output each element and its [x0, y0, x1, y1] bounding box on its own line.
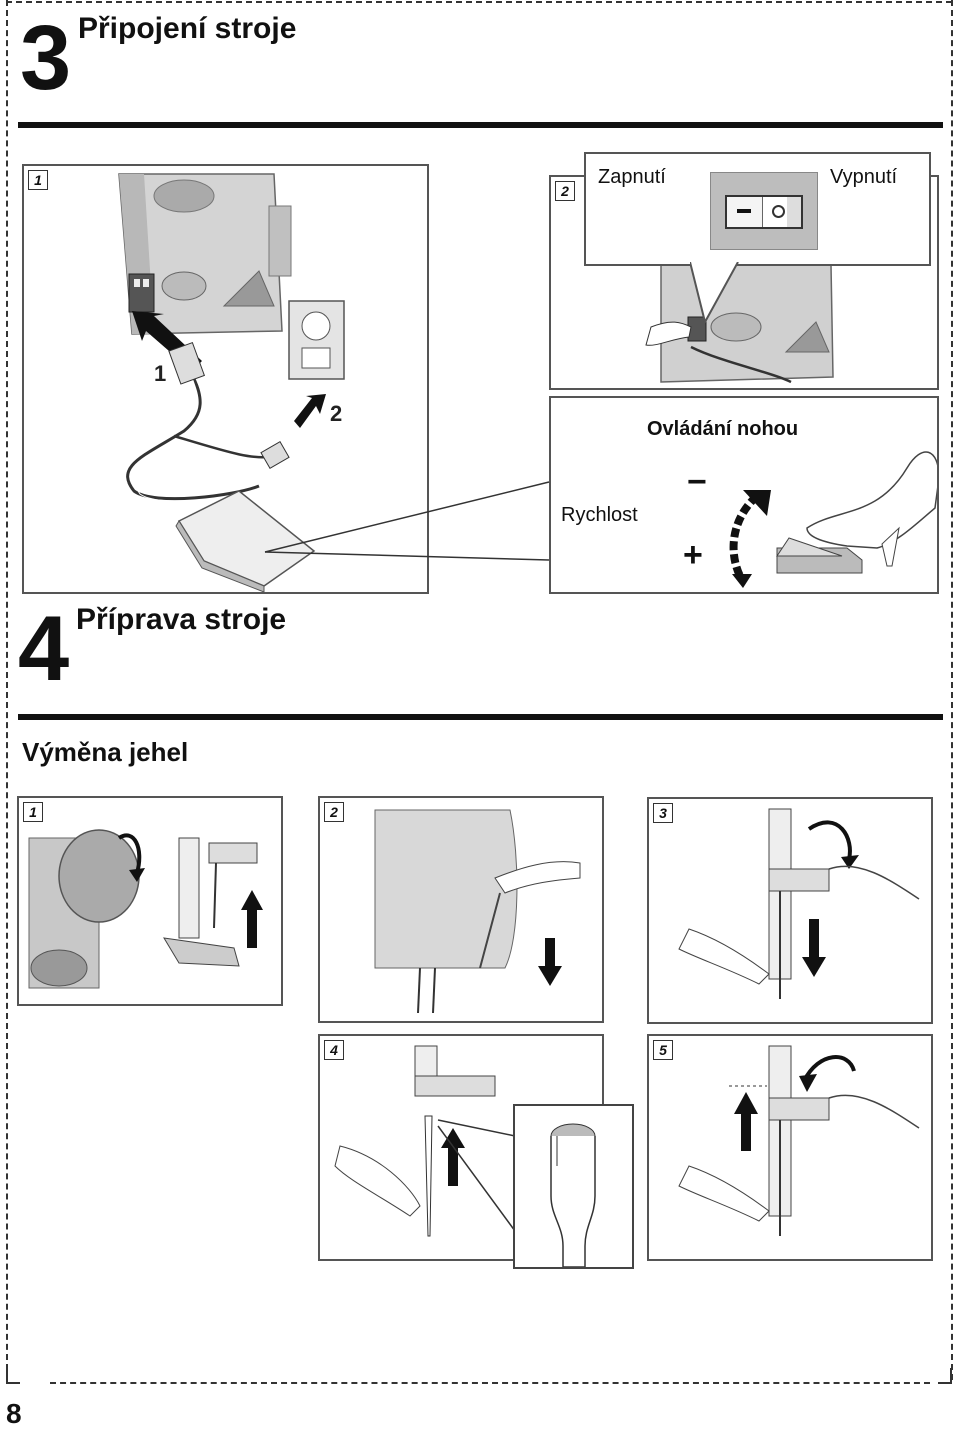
switch-circle-symbol [772, 205, 785, 218]
minus-sign: − [687, 463, 707, 501]
needle-step-badge-3: 3 [653, 803, 673, 823]
needle-step-5-panel: 5 [647, 1034, 933, 1261]
needle-step-2-panel: 2 [318, 796, 604, 1023]
speed-label: Rychlost [561, 504, 638, 526]
needle-step-badge-5: 5 [653, 1040, 673, 1060]
panel-power-connection: 1 2 1 [22, 164, 429, 594]
corner-mark-right [938, 1368, 952, 1384]
step-badge-3-2: 2 [555, 181, 575, 201]
switch-off-label: Vypnutí [830, 166, 898, 188]
arrow-label-2: 2 [330, 401, 342, 426]
needle-step-3-illustration [678, 808, 920, 999]
foot-control-label: Ovládání nohou [647, 418, 799, 440]
bottom-dashed-border [50, 1382, 930, 1384]
page-number: 8 [6, 1398, 22, 1429]
arrow-label-1: 1 [154, 361, 166, 386]
switch-on-label: Zapnutí [598, 166, 666, 188]
switch-line-symbol [737, 209, 751, 213]
corner-mark-left [6, 1368, 20, 1384]
section-3-title: Připojení stroje [78, 12, 297, 45]
needle-step-1-panel: 1 [17, 796, 283, 1006]
foot-pedal-illustration: − + [683, 451, 937, 588]
section-4-rule [18, 714, 943, 720]
needle-step-badge-2: 2 [324, 802, 344, 822]
top-dashed-border [6, 1, 952, 3]
panel-foot-control: Ovládání nohou Rychlost − + [549, 396, 939, 594]
needle-step-5-illustration [678, 1045, 920, 1236]
needle-step-badge-1: 1 [23, 802, 43, 822]
section-4-title: Příprava stroje [76, 603, 287, 636]
switch-callout: Zapnutí Vypnutí [584, 152, 931, 266]
needle-change-heading: Výměna jehel [22, 737, 189, 767]
section-4-number: 4 [18, 598, 70, 700]
section-3-rule [18, 122, 943, 128]
needle-step-badge-4: 4 [324, 1040, 344, 1060]
needle-step-3-panel: 3 [647, 797, 933, 1024]
foot-callout-lines [264, 481, 550, 561]
step-badge-3-1: 1 [28, 170, 48, 190]
left-dashed-border [6, 0, 8, 1380]
needle-step-1-illustration [28, 829, 263, 989]
needle-step-2-illustration [374, 809, 581, 1014]
power-connection-illustration: 1 2 [118, 173, 345, 592]
needle-zoom-inset [513, 1104, 634, 1269]
section-3-number: 3 [20, 7, 72, 109]
needle-step-4-illustration [334, 1045, 516, 1237]
plus-sign: + [683, 536, 703, 574]
switch-callout-pointer [690, 262, 739, 325]
right-dashed-border [951, 0, 953, 1380]
rocker-switch [710, 172, 818, 250]
